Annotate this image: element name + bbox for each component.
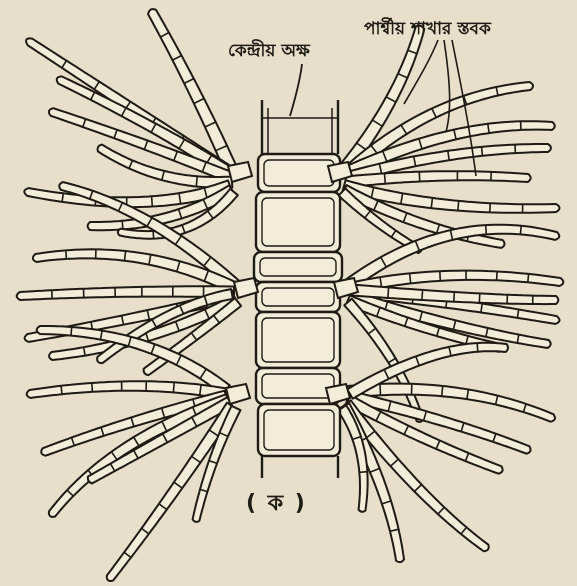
central-axis xyxy=(226,100,358,478)
axis-internode-cell xyxy=(256,312,340,368)
cell-septum xyxy=(477,343,478,352)
cell-septum xyxy=(528,274,529,282)
lateral-branch-label: পার্শ্বীয় শাখার স্তবক xyxy=(364,16,491,44)
cell-septum xyxy=(152,196,153,206)
cell-septum xyxy=(388,287,389,298)
cell-septum xyxy=(442,386,443,396)
nodal-cell xyxy=(228,162,252,182)
axis-internode-cell xyxy=(256,192,340,252)
cell-septum xyxy=(71,327,72,336)
axis-internode-cell xyxy=(254,252,342,282)
cell-septum xyxy=(61,386,62,394)
cell-septum xyxy=(66,250,67,259)
branch-filament xyxy=(345,171,530,187)
cell-septum xyxy=(359,472,367,473)
cell-septum xyxy=(479,293,480,302)
axis-internode-cell xyxy=(256,282,340,312)
cell-septum xyxy=(125,251,126,261)
cell-septum xyxy=(410,273,411,283)
branch-label-pointer xyxy=(444,40,450,132)
cell-septum xyxy=(520,226,521,235)
nodal-cell xyxy=(234,278,258,298)
cell-septum xyxy=(482,147,483,156)
filament-outline xyxy=(27,381,227,399)
cell-septum xyxy=(486,225,487,234)
branch-filament xyxy=(27,381,227,399)
cell-septum xyxy=(92,383,93,392)
filament-outline xyxy=(345,171,530,187)
cell-septum xyxy=(497,272,498,281)
cell-septum xyxy=(422,290,423,300)
cell-septum xyxy=(380,384,381,395)
cell-septum xyxy=(440,271,441,281)
axis-top-end xyxy=(262,100,338,154)
figure-caption: ( ক ) xyxy=(246,486,307,523)
cell-septum xyxy=(196,176,197,186)
cell-septum xyxy=(173,382,174,392)
cell-septum xyxy=(385,173,386,183)
central-axis-label: কেন্দ্রীয় অক্ষ xyxy=(228,38,310,66)
cell-septum xyxy=(458,201,459,211)
axis-internode-cell xyxy=(258,404,340,456)
nodal-cell xyxy=(226,384,250,404)
axis-top-inner xyxy=(262,108,338,154)
cell-septum xyxy=(454,292,455,302)
axis-label-pointer xyxy=(290,64,302,116)
axis-bottom-end xyxy=(262,456,338,478)
